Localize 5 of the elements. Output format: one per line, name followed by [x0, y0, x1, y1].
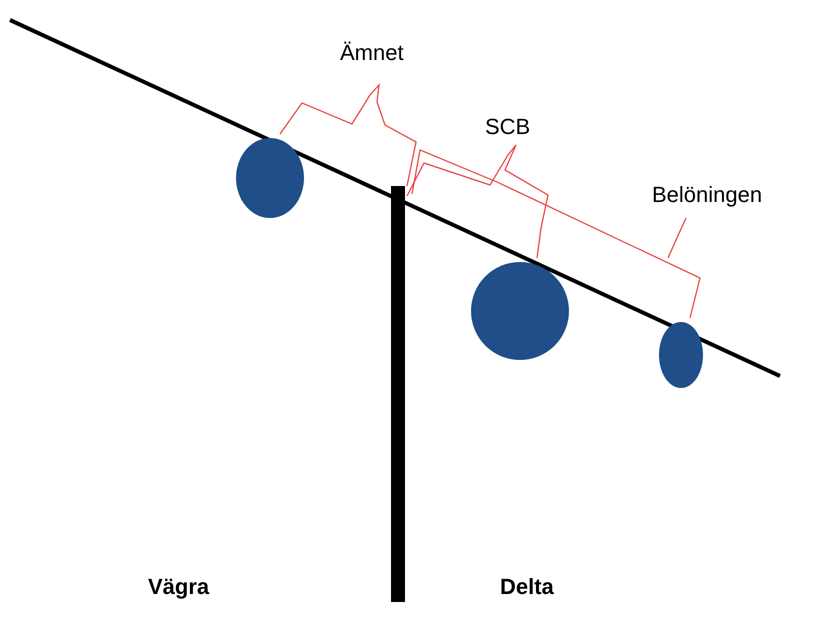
label-text: Vägra [148, 573, 210, 601]
label-text: Ämnet [340, 39, 404, 67]
label-text: Belöningen [652, 181, 762, 209]
label-text: Delta [500, 573, 554, 601]
label-text: SCB [485, 113, 530, 141]
